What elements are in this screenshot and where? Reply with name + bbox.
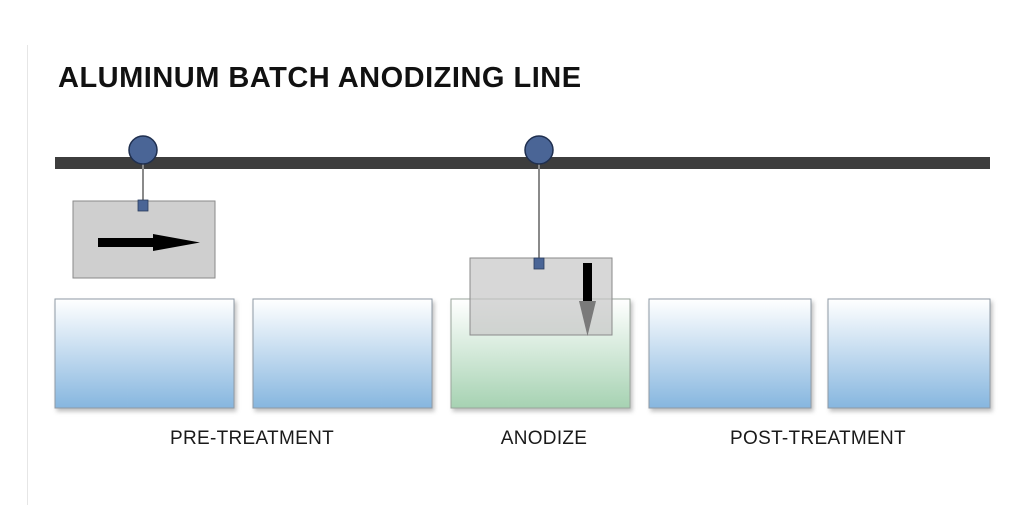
stage-label-post-treatment: POST-TREATMENT <box>730 428 906 449</box>
pre-treatment-tank-1 <box>54 298 235 409</box>
tank-group <box>54 298 991 409</box>
frame-border-line <box>27 45 28 505</box>
trolley-wheel <box>128 135 158 165</box>
diagram-title: ALUMINUM BATCH ANODIZING LINE <box>58 62 582 94</box>
post-treatment-tank-1 <box>648 298 812 409</box>
arrow-down-icon <box>579 263 596 336</box>
overhead-rail <box>55 157 990 169</box>
transfer-rack-assembly <box>72 135 216 279</box>
hanger-clamp <box>137 199 149 212</box>
pre-treatment-tank-2 <box>252 298 433 409</box>
arrow-right-icon <box>98 234 200 251</box>
trolley-wheel <box>524 135 554 165</box>
hanger-clamp <box>533 257 545 270</box>
post-treatment-tank-2 <box>827 298 991 409</box>
stage-label-anodize: ANODIZE <box>500 428 588 449</box>
immersion-rack-assembly <box>469 135 613 336</box>
stage-label-pre-treatment: PRE-TREATMENT <box>170 428 334 449</box>
